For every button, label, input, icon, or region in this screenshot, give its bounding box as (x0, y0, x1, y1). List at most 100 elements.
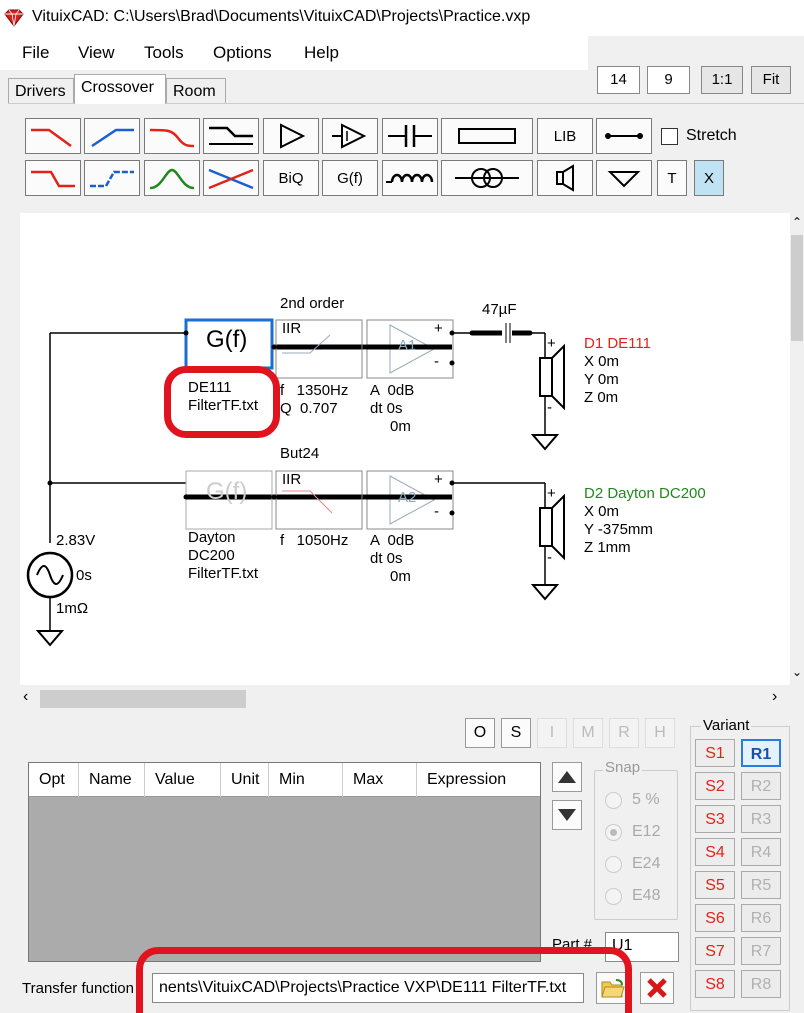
library-tool-button[interactable]: LIB (537, 118, 593, 154)
shelf-tool-button[interactable] (203, 118, 259, 154)
horizontal-scroll-thumb[interactable] (40, 690, 246, 708)
tab-room[interactable]: Room (166, 78, 226, 104)
transformer-icon (455, 168, 519, 188)
canvas-vertical-scrollbar[interactable]: ⌃ ⌄ (790, 213, 804, 685)
scroll-up-icon[interactable]: ⌃ (792, 215, 803, 229)
bandpass-tool-button[interactable] (144, 160, 200, 196)
ch2-amp-minus: - (434, 503, 439, 520)
variant-s8-button[interactable]: S8 (695, 970, 735, 998)
mode-s-button[interactable]: S (501, 718, 531, 748)
scroll-down-icon[interactable]: ⌄ (792, 665, 803, 679)
variant-r2-button[interactable]: R2 (741, 772, 781, 800)
schematic-canvas[interactable]: G(f) DE111 FilterTF.txt 2nd order IIR f … (20, 213, 790, 685)
col-opt[interactable]: Opt (29, 763, 79, 797)
open-folder-icon (601, 979, 625, 998)
variant-r1-button[interactable]: R1 (741, 739, 781, 767)
menu-tools[interactable]: Tools (144, 43, 184, 62)
biquad-tool-button[interactable]: BiQ (263, 160, 319, 196)
snap-option-label: E48 (632, 887, 661, 904)
menu-options[interactable]: Options (213, 43, 272, 62)
variant-s1-button[interactable]: S1 (695, 739, 735, 767)
value-box-a[interactable]: 14 (597, 66, 640, 94)
col-name[interactable]: Name (79, 763, 145, 797)
transformer-tool-button[interactable] (441, 160, 533, 196)
variant-r8-button[interactable]: R8 (741, 970, 781, 998)
ch2-amp-label: A2 (398, 489, 417, 506)
variant-s2-button[interactable]: S2 (695, 772, 735, 800)
ratio-button[interactable]: 1:1 (701, 66, 743, 94)
summing-amp-icon (332, 123, 367, 149)
variant-r4-button[interactable]: R4 (741, 838, 781, 866)
browse-file-button[interactable] (596, 972, 630, 1004)
radio-icon (605, 887, 622, 905)
clear-file-button[interactable] (640, 972, 674, 1004)
variant-s6-button[interactable]: S6 (695, 904, 735, 932)
ch1-transfer-block-label[interactable]: G(f) (206, 326, 248, 353)
ch2-filter-type: IIR (282, 471, 302, 488)
mode-r-button[interactable]: R (609, 718, 639, 748)
variant-r6-button[interactable]: R6 (741, 904, 781, 932)
inductor-tool-button[interactable] (382, 160, 438, 196)
highpass-tool-button[interactable] (84, 118, 140, 154)
capacitor-tool-button[interactable] (382, 118, 438, 154)
inverter-tool-button[interactable] (322, 118, 378, 154)
mode-h-button[interactable]: H (645, 718, 675, 748)
crossover-pair-tool-button[interactable] (203, 160, 259, 196)
source-impedance: 1mΩ (56, 600, 89, 617)
col-unit[interactable]: Unit (221, 763, 269, 797)
snap-option-5pct[interactable]: 5 % (605, 791, 660, 809)
lowpass-curve-tool-button[interactable] (144, 118, 200, 154)
buffer-tool-button[interactable] (263, 118, 319, 154)
mode-m-button[interactable]: M (573, 718, 603, 748)
ch2-transfer-block-label[interactable]: G(f) (206, 478, 248, 505)
ch1-filter-title: 2nd order (280, 295, 345, 312)
move-down-button[interactable] (552, 800, 582, 830)
resistor-tool-button[interactable] (441, 118, 533, 154)
variant-s5-button[interactable]: S5 (695, 871, 735, 899)
transfer-function-path-input[interactable]: nents\VituixCAD\Projects\Practice VXP\DE… (152, 973, 584, 1003)
snap-option-e24[interactable]: E24 (605, 855, 660, 873)
snap-option-e12[interactable]: E12 (605, 823, 660, 841)
ch2-driver-x: X 0m (584, 503, 620, 520)
ch1-driver-x: X 0m (584, 353, 620, 370)
col-min[interactable]: Min (269, 763, 343, 797)
mode-i-button[interactable]: I (537, 718, 567, 748)
tab-drivers[interactable]: Drivers (8, 78, 74, 104)
parameter-grid[interactable]: Opt Name Value Unit Min Max Expression (28, 762, 541, 962)
canvas-horizontal-scrollbar[interactable]: ‹ › (20, 688, 790, 710)
stretch-checkbox[interactable] (661, 127, 678, 145)
mode-o-button[interactable]: O (465, 718, 495, 748)
snap-option-e48[interactable]: E48 (605, 887, 660, 905)
variant-s4-button[interactable]: S4 (695, 838, 735, 866)
scroll-left-icon[interactable]: ‹ (23, 688, 29, 705)
stretch-option[interactable]: Stretch (661, 127, 737, 145)
fit-button[interactable]: Fit (751, 66, 791, 94)
text-tool-button[interactable]: T (657, 160, 687, 196)
variant-r7-button[interactable]: R7 (741, 937, 781, 965)
scroll-right-icon[interactable]: › (772, 688, 778, 705)
delete-tool-button[interactable]: X (694, 160, 724, 196)
variant-s3-button[interactable]: S3 (695, 805, 735, 833)
col-expression[interactable]: Expression (427, 771, 507, 788)
vertical-scroll-thumb[interactable] (791, 235, 803, 341)
highpass-step-tool-button[interactable] (84, 160, 140, 196)
col-max[interactable]: Max (343, 763, 417, 797)
menu-file[interactable]: File (22, 43, 50, 62)
tab-crossover[interactable]: Crossover (74, 74, 166, 104)
ch1-filter-frequency: f 1350Hz (280, 382, 349, 399)
menu-help[interactable]: Help (304, 43, 339, 62)
move-up-button[interactable] (552, 762, 582, 792)
variant-r5-button[interactable]: R5 (741, 871, 781, 899)
driver-tool-button[interactable] (537, 160, 593, 196)
variant-s7-button[interactable]: S7 (695, 937, 735, 965)
transfer-function-tool-button[interactable]: G(f) (322, 160, 378, 196)
ground-tool-button[interactable] (596, 160, 652, 196)
value-box-b[interactable]: 9 (647, 66, 690, 94)
lowpass-step-tool-button[interactable] (25, 160, 81, 196)
lowpass-tool-button[interactable] (25, 118, 81, 154)
menu-view[interactable]: View (78, 43, 115, 62)
part-number-input[interactable]: U1 (605, 932, 679, 962)
variant-r3-button[interactable]: R3 (741, 805, 781, 833)
col-value[interactable]: Value (145, 763, 221, 797)
wire-tool-button[interactable] (596, 118, 652, 154)
